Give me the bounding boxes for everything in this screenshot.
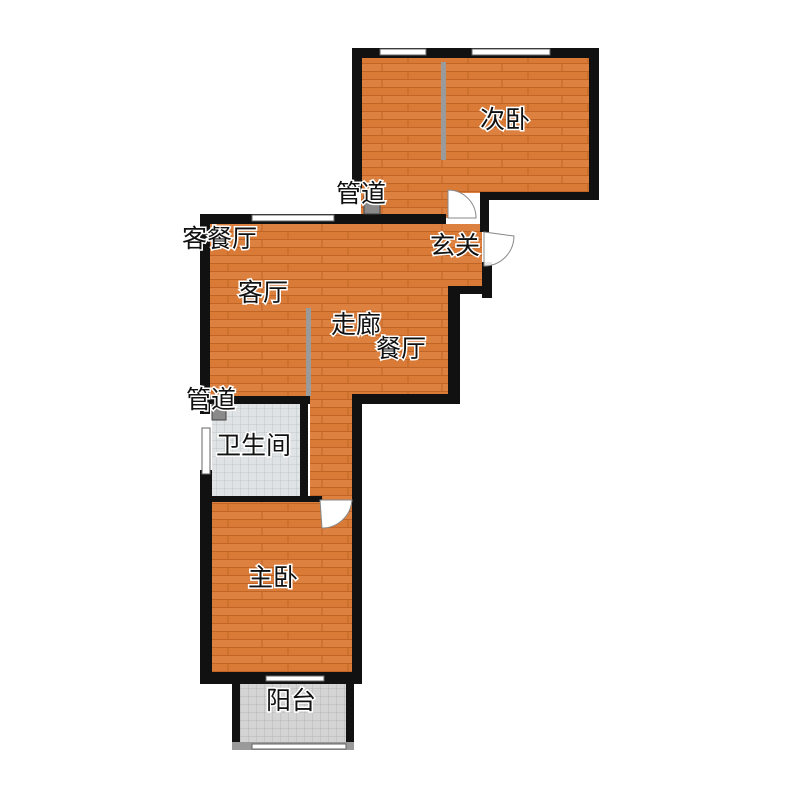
door-master-bedroom: [319, 499, 353, 529]
window: [201, 427, 211, 475]
wall: [480, 192, 599, 200]
wall: [352, 394, 460, 404]
doors: [319, 189, 515, 529]
wall: [346, 684, 354, 750]
wall: [232, 684, 240, 750]
label-pipe-shaft-top: 管道: [336, 179, 386, 208]
floor-balcony: [240, 676, 346, 742]
pipe-shaft-left-box: [211, 403, 227, 421]
floor-second-bedroom: [361, 58, 589, 193]
wall: [352, 48, 362, 193]
floor-bathroom: [212, 404, 308, 497]
window: [379, 48, 427, 56]
label-pipe-shaft-left: 管道: [186, 385, 236, 414]
label-corridor: 走廊: [331, 310, 381, 339]
wall: [589, 48, 599, 200]
window: [471, 48, 551, 56]
window: [265, 675, 325, 682]
window: [251, 214, 335, 222]
wall: [482, 262, 492, 298]
floor-living-lower: [210, 286, 458, 394]
label-dining-room: 餐厅: [376, 334, 426, 363]
wall: [200, 214, 210, 414]
wall: [300, 404, 308, 496]
wall: [210, 496, 322, 502]
label-living-dining: 客餐厅: [182, 224, 257, 253]
label-balcony: 阳台: [266, 686, 316, 715]
label-master-bedroom: 主卧: [248, 563, 298, 592]
room-labels: 次卧 管道 客餐厅 玄关 客厅 走廊 餐厅 管道 卫生间 主卧 阳台: [181, 104, 532, 717]
floor-corridor: [310, 394, 355, 504]
label-living-room: 客厅: [238, 278, 288, 307]
windows: [201, 48, 551, 750]
label-entrance: 玄关: [430, 231, 480, 260]
wall: [352, 394, 362, 684]
wall: [200, 470, 212, 684]
label-bathroom: 卫生间: [216, 431, 291, 460]
wall: [448, 286, 460, 404]
door-entrance: [483, 231, 515, 267]
wall: [210, 396, 310, 404]
pipe-shaft-top-box: [363, 195, 381, 215]
wall: [480, 192, 489, 232]
label-second-bedroom: 次卧: [480, 105, 530, 134]
wall: [448, 286, 492, 294]
window: [251, 743, 347, 750]
door-bedroom: [447, 189, 477, 219]
partition: [306, 308, 311, 396]
floor-living-dining: [210, 224, 482, 286]
pipe-shafts: [211, 195, 381, 421]
partition: [441, 62, 446, 160]
